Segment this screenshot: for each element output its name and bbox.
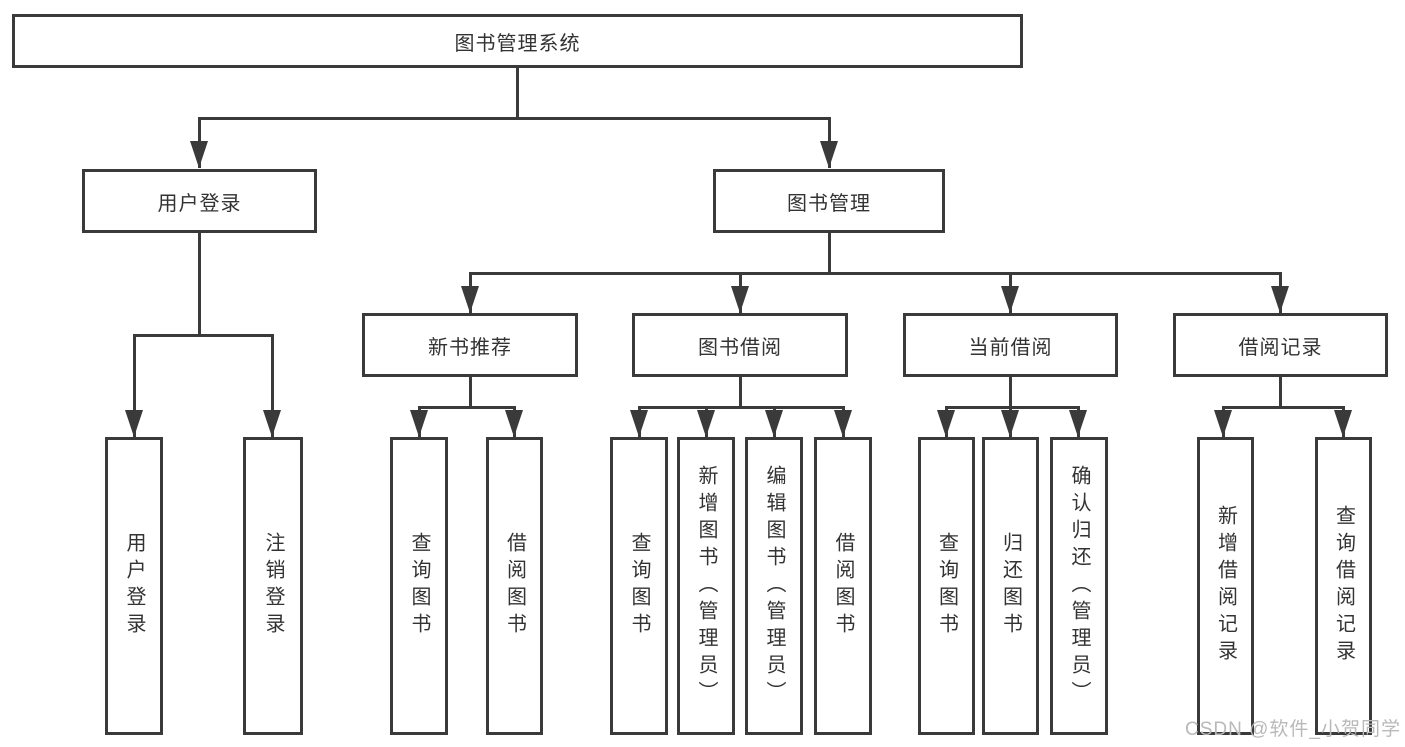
connector-current-borrow-split [945, 406, 1080, 409]
leaf-borrow-book-2-label: 借阅图书 [832, 532, 854, 640]
arrowhead-down [1334, 410, 1352, 437]
connector-current-borrow-down [1009, 377, 1012, 408]
connector-stem-login-leaf [133, 334, 136, 437]
arrowhead-down [937, 410, 955, 437]
connector-level2-split [198, 117, 831, 120]
node-current-borrow-label: 当前借阅 [968, 336, 1053, 359]
node-book-mgmt: 图书管理 [713, 169, 945, 233]
connector-borrow-record-split [1222, 406, 1344, 409]
leaf-add-borrow-record-label: 新增借阅记录 [1214, 505, 1237, 667]
leaf-query-borrow-record-label: 查询借阅记录 [1332, 505, 1355, 667]
leaf-confirm-return-admin: 确认归还（管理员） [1050, 437, 1108, 735]
connector-book-borrow-split [638, 406, 845, 409]
leaf-user-login-label: 用户登录 [123, 532, 145, 640]
leaf-return-book: 归还图书 [982, 437, 1039, 735]
node-root: 图书管理系统 [12, 14, 1023, 68]
connector-borrow-record-down [1279, 377, 1282, 408]
leaf-borrow-book-1: 借阅图书 [486, 437, 543, 735]
arrowhead-down [1271, 286, 1289, 313]
node-borrow-record-label: 借阅记录 [1238, 336, 1323, 359]
node-book-mgmt-label: 图书管理 [787, 192, 871, 215]
leaf-return-book-label: 归还图书 [999, 532, 1022, 640]
arrowhead-down [1214, 410, 1232, 437]
arrowhead-down [1001, 410, 1019, 437]
node-user-login: 用户登录 [82, 169, 317, 233]
connector-root-trunk [516, 68, 519, 118]
arrowhead-down [765, 410, 783, 437]
arrowhead-down [731, 286, 749, 313]
arrowhead-down [630, 410, 648, 437]
leaf-query-book-3: 查询图书 [918, 437, 975, 735]
arrowhead-down [410, 410, 428, 437]
arrowhead-down [1001, 286, 1019, 313]
connector-book-mgmt-down [828, 233, 831, 274]
connector-user-login-split [133, 334, 274, 337]
leaf-add-borrow-record: 新增借阅记录 [1197, 437, 1254, 735]
leaf-query-book-1-label: 查询图书 [408, 532, 430, 640]
arrowhead-down [834, 410, 852, 437]
connector-new-book-split [418, 406, 516, 409]
connector-level3-split [469, 272, 1282, 275]
arrowhead-down [1069, 410, 1087, 437]
arrowhead-down [820, 141, 838, 168]
leaf-query-book-2-label: 查询图书 [628, 532, 650, 640]
leaf-edit-book-admin-label: 编辑图书（管理员） [763, 464, 785, 708]
node-current-borrow: 当前借阅 [903, 313, 1118, 377]
arrowhead-down [190, 141, 208, 168]
leaf-borrow-book-2: 借阅图书 [814, 437, 872, 735]
arrowhead-down [505, 410, 523, 437]
connector-book-borrow-down [739, 377, 742, 408]
node-new-book-rec: 新书推荐 [362, 313, 578, 377]
node-book-borrow-label: 图书借阅 [698, 336, 782, 359]
connector-new-book-down [469, 377, 472, 408]
arrowhead-down [697, 410, 715, 437]
leaf-query-book-3-label: 查询图书 [935, 532, 958, 640]
arrowhead-down [263, 410, 281, 437]
leaf-borrow-book-1-label: 借阅图书 [503, 532, 526, 640]
leaf-query-borrow-record: 查询借阅记录 [1315, 437, 1372, 735]
leaf-logout: 注销登录 [243, 437, 303, 735]
node-user-login-label: 用户登录 [157, 192, 242, 215]
node-new-book-rec-label: 新书推荐 [428, 336, 512, 359]
leaf-user-login: 用户登录 [105, 437, 163, 735]
leaf-logout-label: 注销登录 [262, 532, 284, 640]
node-borrow-record: 借阅记录 [1173, 313, 1388, 377]
leaf-query-book-2: 查询图书 [610, 437, 668, 735]
connector-user-login-down [198, 233, 201, 336]
csdn-watermark: CSDN @软件_小贺同学 [1185, 719, 1401, 740]
leaf-add-book-admin-label: 新增图书（管理员） [695, 464, 717, 708]
leaf-query-book-1: 查询图书 [390, 437, 448, 735]
node-root-label: 图书管理系统 [454, 32, 581, 55]
arrowhead-down [461, 286, 479, 313]
leaf-add-book-admin: 新增图书（管理员） [677, 437, 735, 735]
leaf-confirm-return-admin-label: 确认归还（管理员） [1068, 464, 1090, 708]
arrowhead-down [125, 410, 143, 437]
connector-stem-logout-leaf [271, 334, 274, 437]
leaf-edit-book-admin: 编辑图书（管理员） [745, 437, 803, 735]
node-book-borrow: 图书借阅 [632, 313, 848, 377]
